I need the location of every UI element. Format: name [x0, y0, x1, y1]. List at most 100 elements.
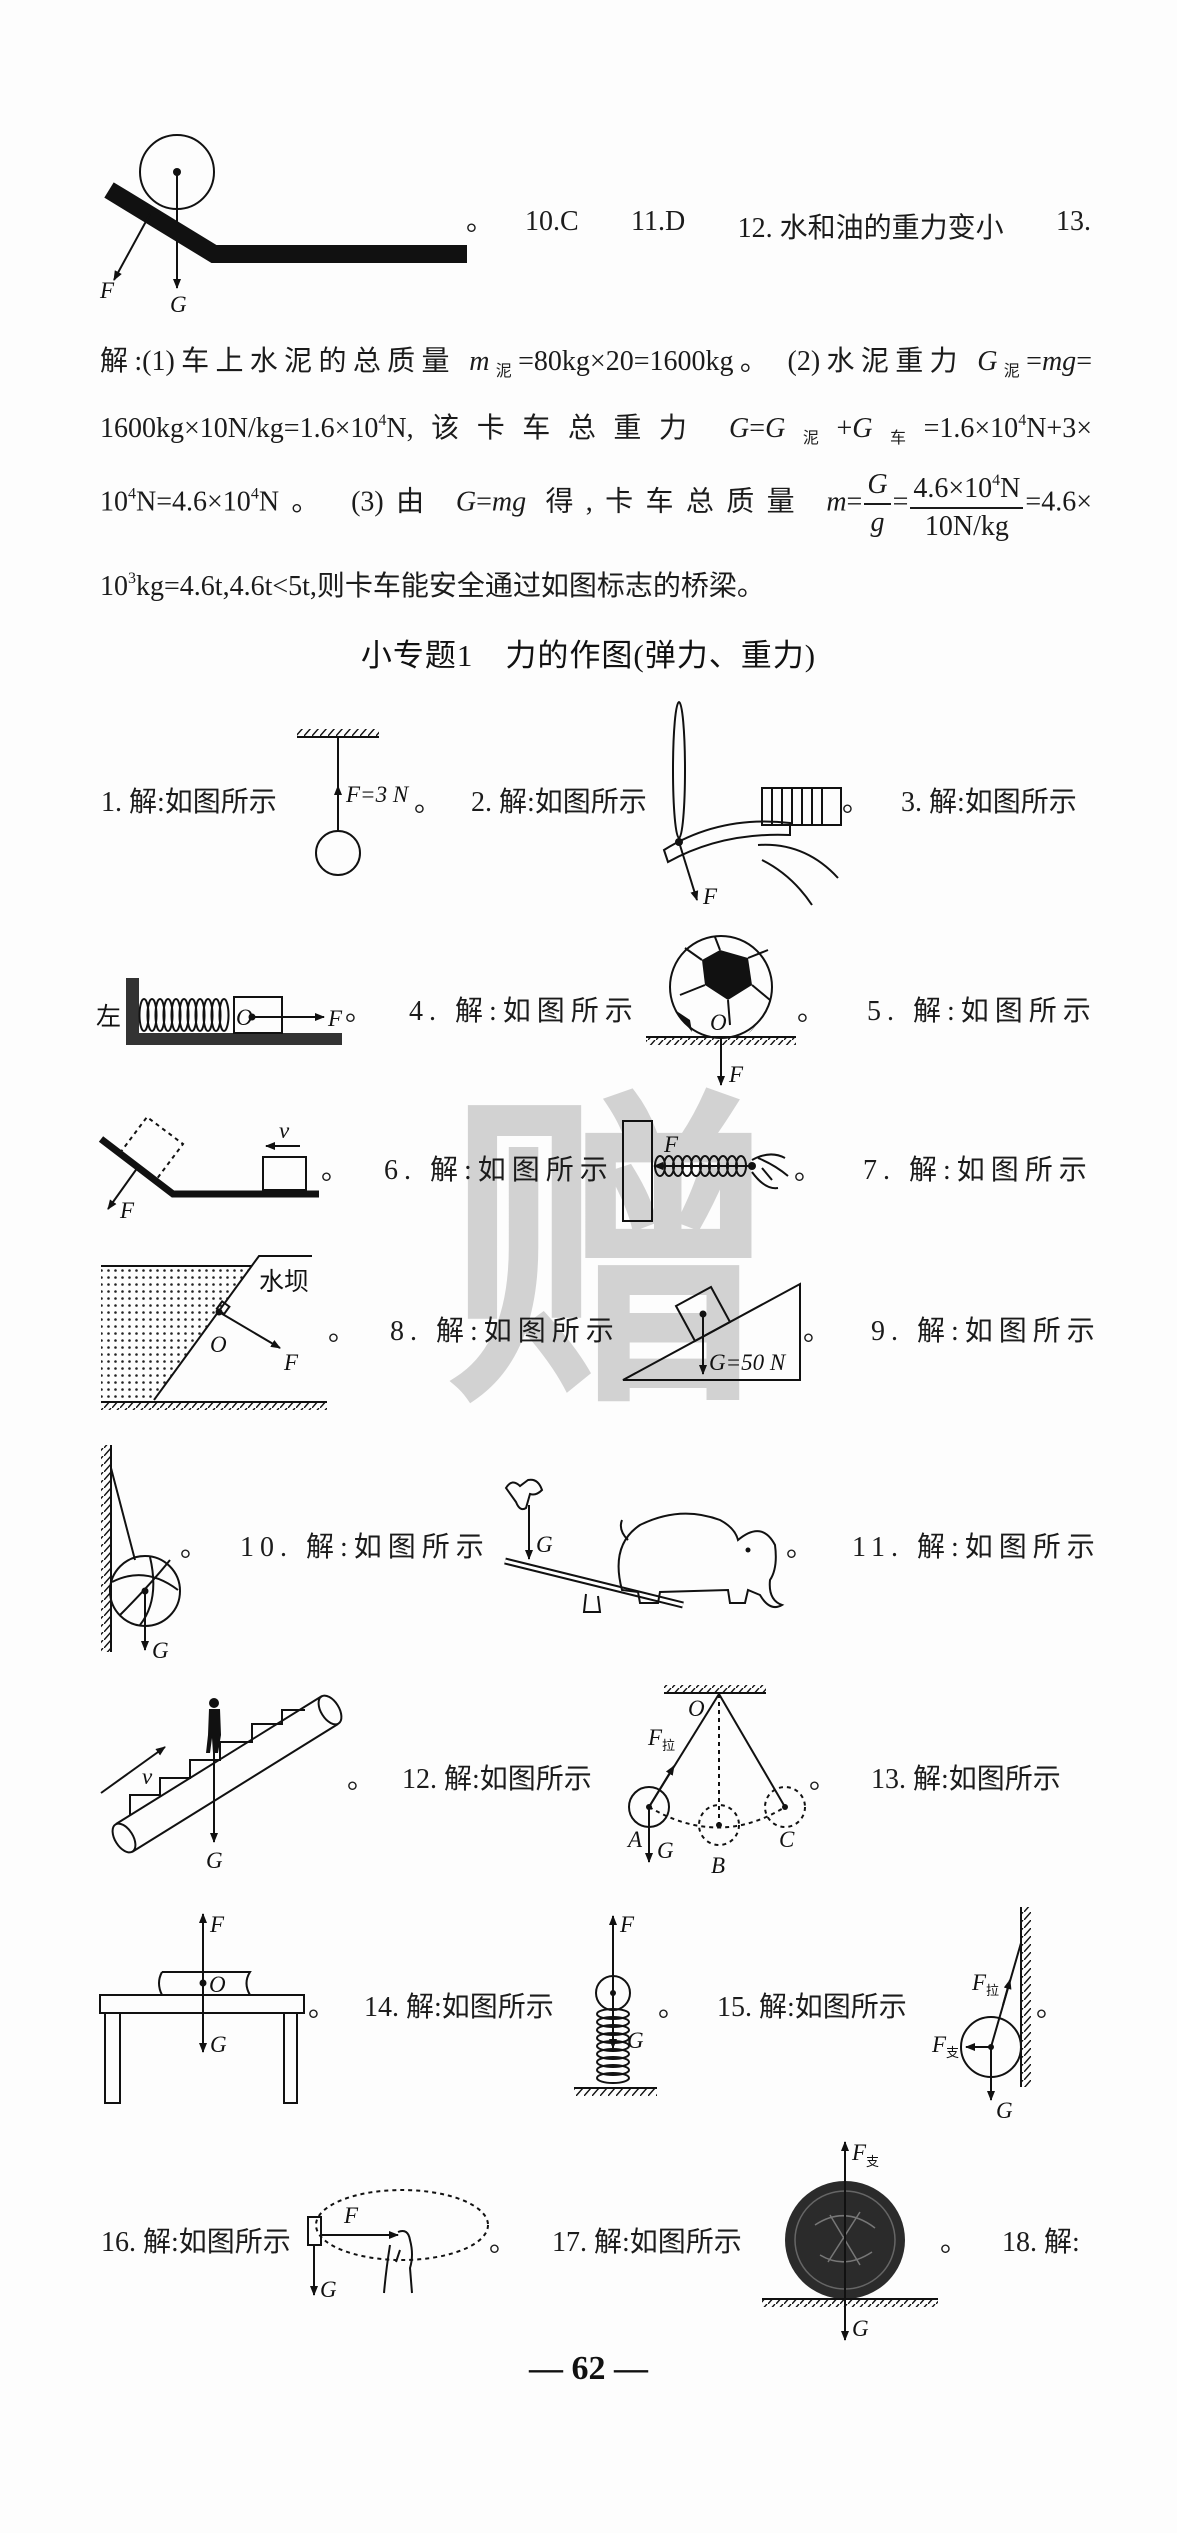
answer-8: 8. 解:如图所示 — [390, 1316, 620, 1347]
svg-text:拉: 拉 — [662, 1738, 675, 1753]
spring-block-figure: 左 O F — [96, 978, 343, 1045]
svg-text:F: F — [619, 1912, 635, 1937]
ball-on-wall-figure: G — [101, 1445, 181, 1663]
svg-text:F: F — [327, 1006, 343, 1031]
fulcrum — [582, 1593, 602, 1613]
svg-text:支: 支 — [946, 2045, 959, 2060]
answer-2: 2. 解:如图所示 — [471, 787, 647, 818]
ball-on-spring-figure: F G — [574, 1912, 657, 2096]
svg-text:F=3 N: F=3 N — [345, 782, 410, 807]
subscript: 车 — [872, 430, 924, 447]
text-segment: = — [892, 486, 909, 518]
variable: g — [870, 507, 885, 538]
force-arrow-F — [678, 841, 699, 901]
escalator-figure: v G — [100, 1694, 343, 1873]
subscript: 泥 — [997, 363, 1027, 380]
dam-figure: 水坝 O F — [101, 1255, 327, 1410]
solution-line-4: 103kg=4.6t,4.6t<5t,则卡车能安全通过如图标志的桥梁。 — [100, 562, 1092, 604]
svg-text:F: F — [209, 1912, 225, 1937]
variable: G — [765, 413, 786, 444]
svg-text:A: A — [626, 1827, 643, 1852]
text-segment: + — [836, 413, 853, 444]
svg-text:F: F — [971, 1970, 987, 1995]
text-segment: = — [749, 413, 766, 444]
variable: G — [852, 413, 873, 444]
person-icon — [206, 1698, 221, 1753]
text-segment: = — [476, 486, 492, 518]
text-segment: N+3× — [1026, 413, 1092, 444]
section-heading: 小专题1 力的作图(弹力、重力) — [360, 638, 817, 673]
football-figure: O F — [646, 935, 796, 1087]
period: 。 — [786, 1532, 815, 1563]
period: 。 — [345, 996, 374, 1027]
seesaw-monkey-elephant-figure: G — [504, 1478, 785, 1613]
subscript: 泥 — [785, 430, 837, 447]
solution-line-1: 解:(1)车上水泥的总质量 m泥=80kg×20=1600kg。 (2)水泥重力… — [100, 345, 1092, 389]
text-segment: = — [846, 486, 863, 518]
svg-text:F: F — [931, 2032, 947, 2057]
period: 。 — [842, 787, 871, 818]
period: 。 — [489, 2227, 518, 2258]
page-number: — 62 — — [529, 2350, 648, 2387]
superscript: 4 — [128, 485, 136, 503]
svg-text:F: F — [728, 1062, 744, 1087]
spring-coil — [218, 998, 230, 1032]
text-segment: 10 — [100, 571, 128, 602]
spring-board-hand-figure: F — [622, 1120, 789, 1222]
answer-17: 17. 解:如图所示 — [552, 2227, 742, 2258]
answer-5: 5. 解:如图所示 — [867, 996, 1097, 1027]
svg-text:G=50 N: G=50 N — [709, 1350, 787, 1375]
text-segment: 解:(1)车上水泥的总质量 — [100, 346, 470, 377]
variable: m — [469, 346, 490, 377]
answer-11: 11.D — [631, 206, 686, 237]
variable: mg — [1041, 346, 1077, 377]
period: 。 — [1036, 1992, 1065, 2023]
period: 。 — [180, 1532, 209, 1563]
svg-text:G: G — [657, 1838, 674, 1863]
answer-6: 6. 解:如图所示 — [384, 1155, 614, 1186]
text-segment: =4.6× — [1025, 486, 1092, 518]
answer-10: 10. 解:如图所示 — [240, 1532, 490, 1563]
period: 。 — [414, 787, 443, 818]
answer-11: 11. 解:如图所示 — [852, 1532, 1101, 1563]
period: 。 — [658, 1992, 687, 2023]
svg-text:F: F — [283, 1350, 299, 1375]
force-arrow-F — [218, 1311, 281, 1349]
svg-text:拉: 拉 — [986, 1983, 999, 1998]
coin-figure: F 支 G — [762, 2140, 938, 2341]
svg-text:O: O — [209, 1972, 226, 1997]
spring-coil — [596, 2056, 630, 2068]
spring-coil — [596, 2064, 630, 2076]
svg-text:左: 左 — [96, 1003, 121, 1031]
variable: m — [826, 486, 847, 518]
answer-14: 14. 解:如图所示 — [364, 1992, 554, 2023]
answer-10: 10.C — [525, 206, 579, 237]
superscript: 4 — [378, 412, 387, 429]
variable: G — [977, 346, 998, 377]
superscript: 4 — [992, 472, 1001, 489]
text-segment: 得,卡车总质量 — [526, 486, 827, 518]
text-segment: 1600kg×10N/kg=1.6×10 — [100, 413, 379, 444]
period: 。 — [797, 996, 826, 1027]
fraction-numerator: G — [864, 467, 891, 505]
answer-9: 9. 解:如图所示 — [871, 1316, 1101, 1347]
svg-text:v: v — [142, 1764, 153, 1789]
period: 。 — [794, 1155, 823, 1186]
svg-text:C: C — [779, 1827, 795, 1852]
svg-text:F: F — [702, 884, 718, 909]
svg-text:G: G — [206, 1848, 223, 1873]
force-arrow-F — [107, 1166, 139, 1210]
diver-figure: F — [662, 701, 842, 909]
svg-text:B: B — [711, 1853, 725, 1878]
circular-motion-figure: F G — [307, 2189, 489, 2302]
hand-icon — [751, 1153, 789, 1190]
svg-text:G: G — [996, 2098, 1013, 2123]
answer-4: 4. 解:如图所示 — [409, 996, 639, 1027]
text-segment: N,该卡车总重力 — [386, 413, 730, 444]
subscript: 泥 — [489, 363, 519, 380]
variable: mg — [491, 486, 527, 518]
